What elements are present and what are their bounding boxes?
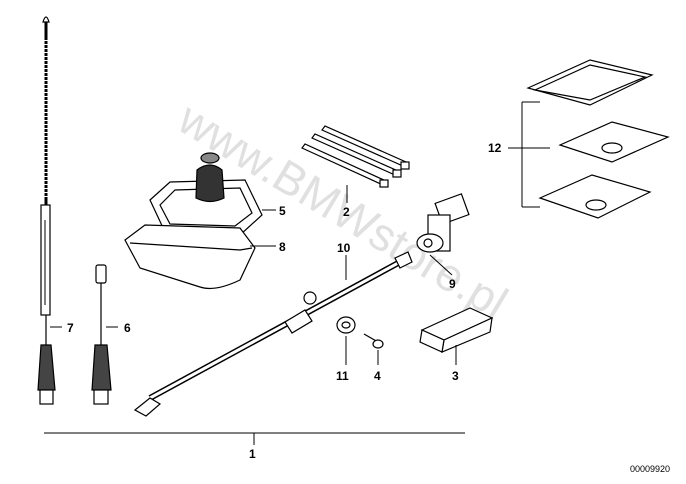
callout-7: 7 xyxy=(67,321,74,335)
base-pad-part-8 xyxy=(124,224,256,290)
callout-4: 4 xyxy=(374,369,381,383)
cable-ties-part-2 xyxy=(301,125,410,188)
angled-connector-part-9 xyxy=(416,193,470,253)
callout-9: 9 xyxy=(449,277,456,291)
callout-11: 11 xyxy=(336,369,349,383)
leader-lines xyxy=(44,101,550,445)
pads-part-12 xyxy=(526,59,670,219)
callout-1: 1 xyxy=(249,447,256,461)
callout-6: 6 xyxy=(124,321,131,335)
screw-part-4 xyxy=(363,333,384,349)
callout-12: 12 xyxy=(488,141,502,155)
callout-8: 8 xyxy=(279,240,286,254)
callout-2: 2 xyxy=(343,205,350,219)
washer-part-11 xyxy=(336,316,356,334)
adapter-rod-part-6 xyxy=(91,264,112,405)
callout-10: 10 xyxy=(337,241,351,255)
document-number: 00009920 xyxy=(630,464,670,474)
callout-3: 3 xyxy=(452,369,459,383)
cable-part-10 xyxy=(133,251,413,417)
bracket-part-3 xyxy=(419,307,494,353)
rod-antenna-part-7 xyxy=(37,16,56,405)
callout-5: 5 xyxy=(279,204,286,218)
rubber-boot-part-5 xyxy=(149,152,263,236)
